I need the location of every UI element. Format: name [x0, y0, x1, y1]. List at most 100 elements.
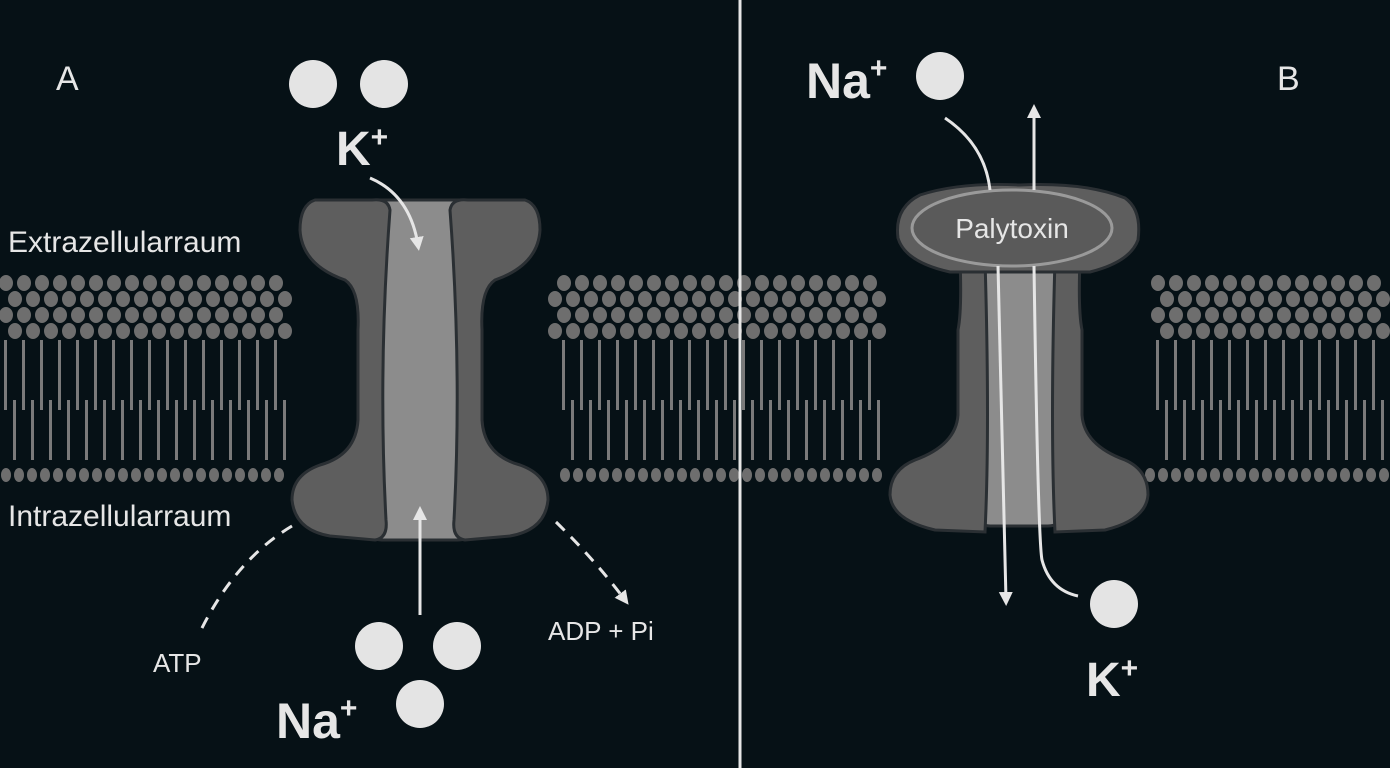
lipid-head: [656, 323, 670, 339]
k-ion: [360, 60, 408, 108]
lipid-head: [170, 323, 184, 339]
lipid-head: [1349, 307, 1363, 323]
lipid-head: [1286, 291, 1300, 307]
lipid-head: [729, 468, 739, 482]
lipid-head: [197, 307, 211, 323]
lipid-head: [1197, 468, 1207, 482]
lipid-head: [1187, 307, 1201, 323]
lipid-head: [1295, 275, 1309, 291]
lipid-tail: [616, 340, 619, 410]
k-ion: [1090, 580, 1138, 628]
lipid-head: [66, 468, 76, 482]
lipid-head: [566, 291, 580, 307]
lipid-head: [233, 307, 247, 323]
lipid-tail: [715, 400, 718, 460]
lipid-head: [157, 468, 167, 482]
lipid-head: [620, 323, 634, 339]
lipid-tail: [49, 400, 52, 460]
lipid-head: [548, 323, 562, 339]
lipid-head: [1262, 468, 1272, 482]
lipid-head: [179, 275, 193, 291]
lipid-head: [134, 291, 148, 307]
lipid-head: [260, 291, 274, 307]
lipid-head: [92, 468, 102, 482]
lipid-head: [224, 323, 238, 339]
lipid-head: [251, 307, 265, 323]
lipid-head: [620, 291, 634, 307]
lipid-tail: [1255, 400, 1258, 460]
lipid-head: [1304, 291, 1318, 307]
lipid-head: [773, 275, 787, 291]
lipid-head: [53, 468, 63, 482]
lipid-tail: [877, 400, 880, 460]
lipid-head: [1158, 468, 1168, 482]
lipid-head: [1366, 468, 1376, 482]
extracellular-label: Extrazellularraum: [8, 226, 241, 259]
lipid-head: [683, 275, 697, 291]
lipid-tail: [1219, 400, 1222, 460]
lipid-head: [872, 468, 882, 482]
lipid-tail: [193, 400, 196, 460]
lipid-tail: [760, 340, 763, 410]
lipid-head: [602, 323, 616, 339]
lipid-tail: [112, 340, 115, 410]
lipid-head: [1349, 275, 1363, 291]
lipid-head: [197, 275, 211, 291]
lipid-head: [1259, 307, 1273, 323]
lipid-head: [1367, 275, 1381, 291]
lipid-tail: [103, 400, 106, 460]
lipid-tail: [1372, 340, 1375, 410]
lipid-head: [1171, 468, 1181, 482]
panel-a-label: A: [56, 60, 79, 98]
lipid-head: [638, 291, 652, 307]
lipid-head: [599, 468, 609, 482]
lipid-head: [1367, 307, 1381, 323]
lipid-head: [152, 323, 166, 339]
pump-channel: [976, 248, 1064, 528]
lipid-tail: [1264, 340, 1267, 410]
lipid-head: [1340, 323, 1354, 339]
lipid-tail: [841, 400, 844, 460]
lipid-head: [274, 468, 284, 482]
lipid-head: [0, 275, 13, 291]
lipid-head: [859, 468, 869, 482]
lipid-tail: [31, 400, 34, 460]
lipid-head: [17, 307, 31, 323]
lipid-head: [872, 291, 886, 307]
lipid-head: [35, 275, 49, 291]
lipid-tail: [1273, 400, 1276, 460]
lipid-head: [261, 468, 271, 482]
lipid-tail: [625, 400, 628, 460]
lipid-tail: [130, 340, 133, 410]
lipid-tail: [58, 340, 61, 410]
lipid-head: [71, 275, 85, 291]
lipid-head: [8, 291, 22, 307]
lipid-head: [791, 275, 805, 291]
lipid-head: [701, 275, 715, 291]
lipid-tail: [184, 340, 187, 410]
lipid-head: [629, 307, 643, 323]
lipid-head: [602, 291, 616, 307]
lipid-tail: [229, 400, 232, 460]
lipid-head: [179, 307, 193, 323]
lipid-head: [278, 323, 292, 339]
lipid-head: [1223, 307, 1237, 323]
lipid-head: [206, 291, 220, 307]
lipid-head: [1358, 291, 1372, 307]
na-entry-arrow: [944, 116, 992, 191]
lipid-tail: [607, 400, 610, 460]
lipid-head: [260, 323, 274, 339]
lipid-head: [1223, 468, 1233, 482]
lipid-head: [248, 468, 258, 482]
lipid-head: [1223, 275, 1237, 291]
na-ion: [916, 52, 964, 100]
lipid-head: [611, 307, 625, 323]
lipid-head: [1353, 468, 1363, 482]
lipid-tail: [589, 400, 592, 460]
k-influx-arrow: [369, 176, 424, 251]
lipid-tail: [868, 340, 871, 410]
lipid-head: [1379, 468, 1389, 482]
sodium-potassium-pump: [290, 198, 550, 542]
lipid-head: [665, 275, 679, 291]
lipid-tail: [1156, 340, 1159, 410]
